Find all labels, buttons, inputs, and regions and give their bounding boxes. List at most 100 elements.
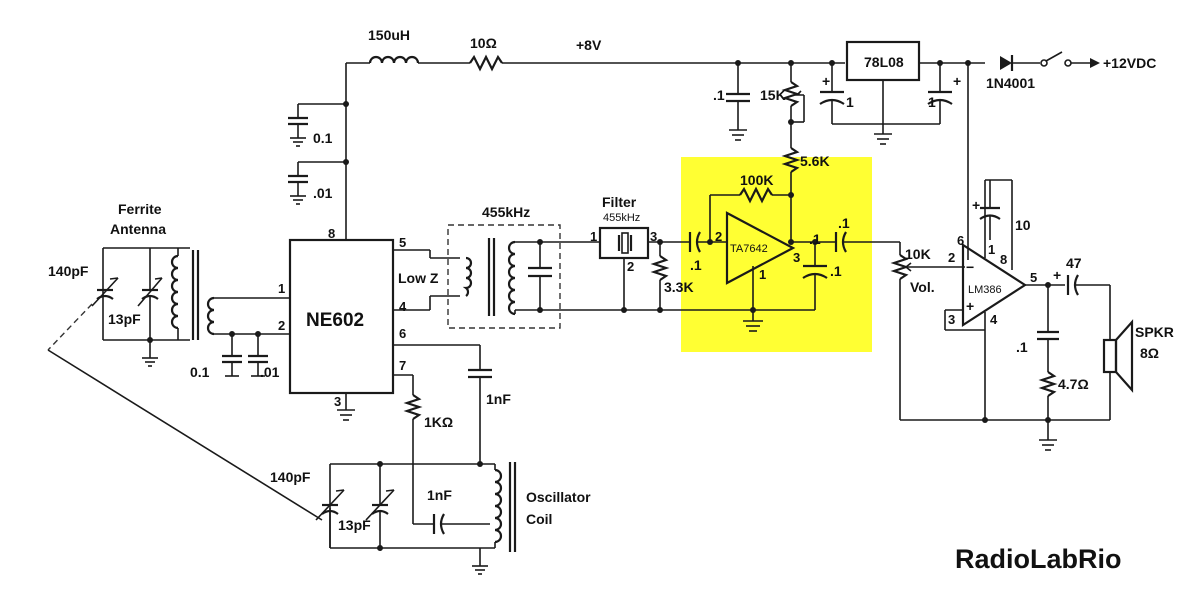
label-1n4001: 1N4001 xyxy=(986,75,1035,91)
label-cap-tf: .1 xyxy=(809,231,821,247)
label-10-plus: + xyxy=(972,197,980,213)
pin-2: 2 xyxy=(278,318,285,333)
pin-4: 4 xyxy=(399,299,407,314)
label-spkr: SPKR xyxy=(1135,324,1174,340)
label-01: .01 xyxy=(313,185,333,201)
lm-pin-6: 6 xyxy=(957,233,964,248)
label-5k6: 5.6K xyxy=(800,153,830,169)
label-plus-b: + xyxy=(953,73,961,89)
label-rail-cap: .1 xyxy=(713,87,725,103)
ceramic-filter xyxy=(598,226,690,313)
resistor-100k xyxy=(739,186,773,204)
brand-watermark: RadioLabRio xyxy=(955,544,1122,574)
lm386-triangle xyxy=(961,242,1028,328)
ne602-chip xyxy=(288,238,480,421)
resistor-1k xyxy=(403,394,423,420)
label-47-plus: + xyxy=(1053,267,1061,283)
label-cap-in: .1 xyxy=(690,257,702,273)
label-low-z: Low Z xyxy=(398,270,439,286)
ta-pin-3: 3 xyxy=(793,250,800,265)
lm-pin-2: 2 xyxy=(948,250,955,265)
label-lm386: LM386 xyxy=(968,284,1002,296)
label-150uh: 150uH xyxy=(368,27,410,43)
pin-7: 7 xyxy=(399,358,406,373)
label-plus8v: +8V xyxy=(576,37,602,53)
label-13pf-a: 13pF xyxy=(108,311,141,327)
ferrite-antenna xyxy=(91,247,290,377)
label-0-1: 0.1 xyxy=(313,130,333,146)
input-protection xyxy=(1000,51,1100,71)
highlight-box xyxy=(681,157,872,352)
oscillator xyxy=(315,345,517,575)
label-0-1b: 0.1 xyxy=(190,364,210,380)
lm-pin-3: 3 xyxy=(948,312,955,327)
label-1nf-b: 1nF xyxy=(427,487,452,503)
gang-link xyxy=(47,303,93,351)
resistor-5k6 xyxy=(781,147,801,173)
label-zobel-cap: .1 xyxy=(1016,339,1028,355)
label-plus-a: + xyxy=(822,73,830,89)
regulator xyxy=(819,40,985,145)
label-8-ohm: 8Ω xyxy=(1140,345,1159,361)
label-100k: 100K xyxy=(740,172,773,188)
resistor-10-ohm xyxy=(469,54,503,72)
lm-pin-8: 8 xyxy=(1000,252,1007,267)
filter-pin-2: 2 xyxy=(627,259,634,274)
diode-1n4001 xyxy=(1000,56,1012,70)
label-ta7642: TA7642 xyxy=(730,243,768,255)
label-filter-freq: 455kHz xyxy=(603,212,640,224)
label-1k: 1KΩ xyxy=(424,414,453,430)
label-455khz: 455kHz xyxy=(482,204,530,220)
label-78l08: 78L08 xyxy=(864,54,904,70)
pin-3: 3 xyxy=(334,394,341,409)
pin-5: 5 xyxy=(399,235,406,250)
gang-link-2 xyxy=(47,349,323,521)
label-15k: 15K xyxy=(760,87,786,103)
label-01b: .01 xyxy=(260,364,280,380)
label-3k3: 3.3K xyxy=(664,279,694,295)
ta7642-triangle xyxy=(725,211,796,285)
label-cap-1b: 1 xyxy=(928,94,936,110)
label-ne602: NE602 xyxy=(306,310,364,331)
pin-6: 6 xyxy=(399,326,406,341)
label-140pf-a: 140pF xyxy=(48,263,89,279)
label-filter: Filter xyxy=(602,194,637,210)
filter-pin-3: 3 xyxy=(650,229,657,244)
lm-pin-5: 5 xyxy=(1030,270,1037,285)
pin-1: 1 xyxy=(278,281,285,296)
ta7642-stage xyxy=(688,186,900,332)
resistor-3k3 xyxy=(650,255,670,281)
ta-pin-1: 1 xyxy=(759,267,766,282)
lm-pin-4: 4 xyxy=(990,312,998,327)
label-antenna: Antenna xyxy=(110,221,166,237)
lm-pin-1: 1 xyxy=(988,242,995,257)
label-1nf-a: 1nF xyxy=(486,391,511,407)
label-coil: Coil xyxy=(526,511,552,527)
filter-pin-1: 1 xyxy=(590,229,597,244)
ta-pin-2: 2 xyxy=(715,229,722,244)
label-47: 47 xyxy=(1066,255,1082,271)
label-oscillator: Oscillator xyxy=(526,489,591,505)
label-cap-ta: .1 xyxy=(830,263,842,279)
resistor-15k xyxy=(781,81,801,107)
bias-network xyxy=(781,63,805,242)
label-10: 10 xyxy=(1015,217,1031,233)
label-cap-1a: 1 xyxy=(846,94,854,110)
decoupling-caps xyxy=(288,103,346,205)
if-transformer xyxy=(429,224,700,329)
label-4r7: 4.7Ω xyxy=(1058,376,1089,392)
audio-amp xyxy=(890,63,1134,451)
pin-8: 8 xyxy=(328,226,335,241)
label-10-ohm: 10Ω xyxy=(470,35,497,51)
label-10k: 10K xyxy=(905,246,931,262)
label-140pf-b: 140pF xyxy=(270,469,311,485)
label-13pf-b: 13pF xyxy=(338,517,371,533)
lm-plus: + xyxy=(966,298,974,314)
inductor-150uh xyxy=(368,55,420,64)
label-ferrite: Ferrite xyxy=(118,201,162,217)
lm-minus: − xyxy=(966,259,974,275)
rail-cap xyxy=(726,63,750,141)
label-cap-out: .1 xyxy=(838,215,850,231)
label-vol: Vol. xyxy=(910,279,935,295)
